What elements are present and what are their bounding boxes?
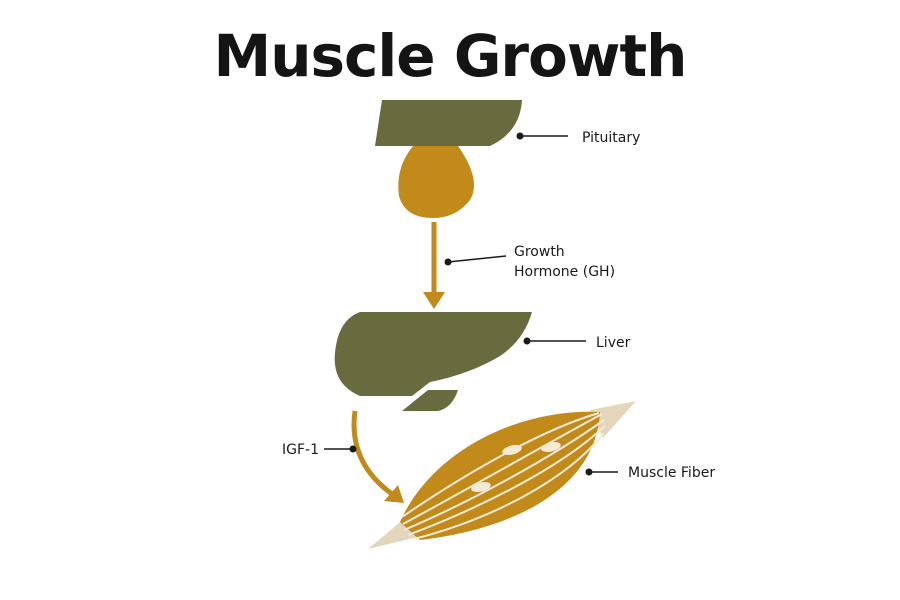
muscle-fiber-label: Muscle Fiber — [628, 465, 715, 481]
leader-growth-hormone — [444, 255, 507, 266]
liver-label: Liver — [596, 335, 631, 351]
pituitary-gland — [375, 100, 522, 218]
growth-hormone-label-line2: Hormone (GH) — [514, 264, 615, 280]
liver-main-lobe — [334, 312, 532, 396]
igf1-arrow — [351, 410, 404, 503]
pituitary-gland-top — [375, 100, 522, 146]
muscle-striations — [401, 412, 606, 540]
growth-hormone-label-line1: Growth — [514, 244, 565, 260]
leader-liver — [523, 337, 586, 345]
muscle-nucleus — [541, 442, 561, 452]
growth-hormone-arrow — [423, 222, 445, 309]
muscle-nucleus — [471, 482, 491, 492]
leader-pituitary — [516, 132, 568, 140]
muscle-fiber — [368, 401, 636, 549]
pituitary-label: Pituitary — [582, 130, 640, 146]
pituitary-gland-lobe — [398, 146, 474, 218]
igf1-label: IGF-1 — [282, 442, 319, 458]
liver — [334, 312, 532, 411]
liver-small-lobe — [402, 390, 458, 411]
muscle-nucleus — [502, 445, 522, 455]
leader-muscle-fiber — [585, 468, 618, 476]
page-title: Muscle Growth — [213, 22, 688, 90]
leader-igf1 — [324, 445, 357, 453]
